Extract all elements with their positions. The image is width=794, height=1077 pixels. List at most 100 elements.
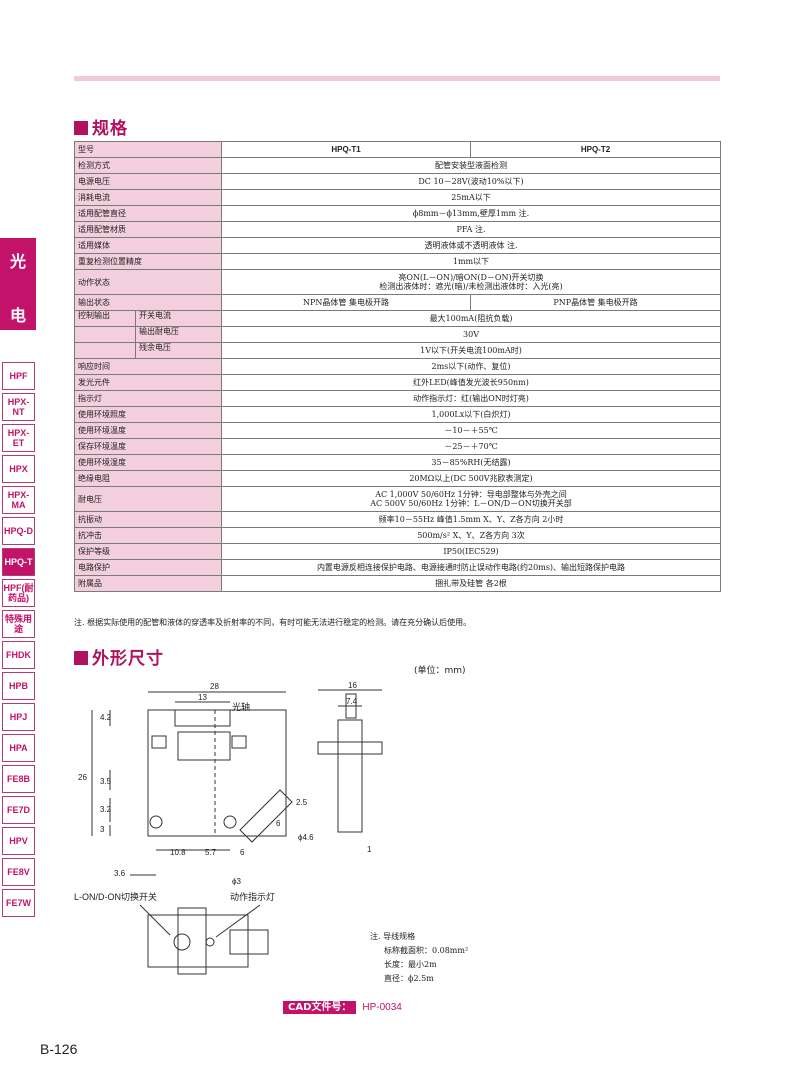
sidebar-tab[interactable]: HPX-NT — [2, 393, 35, 421]
dim-3-5: 3.5 — [100, 777, 112, 786]
spec-value: 捆扎带及硅管 各2根 — [221, 575, 721, 592]
spec-value: 1mm以下 — [221, 253, 721, 270]
spec-label: 电源电压 — [74, 173, 222, 190]
spec-value: 透明液体或不透明液体 注. — [221, 237, 721, 254]
control-label: 控制输出 — [78, 311, 110, 320]
sidebar-tab[interactable]: HPX-ET — [2, 424, 35, 452]
sidebar-tab[interactable]: HPX-MA — [2, 486, 35, 514]
category-tab[interactable]: 光 电 — [0, 238, 36, 330]
dim-phi3: ϕ3 — [232, 877, 241, 886]
spec-label: 抗振动 — [74, 511, 222, 528]
sidebar-tab[interactable]: FE8B — [2, 765, 35, 793]
spec-label: 响应时间 — [74, 358, 222, 375]
cad-file-number: CAD文件号：HP-0034 — [283, 998, 402, 1014]
spec-label: 指示灯 — [74, 390, 222, 407]
control-label — [75, 327, 135, 342]
sidebar-tab[interactable]: FHDK — [2, 641, 35, 669]
control-sub-label: 残余电压 — [135, 343, 221, 358]
spec-row: 电路保护内置电源反相连接保护电路、电源接通时防止误动作电路(约20ms)、输出短… — [74, 559, 721, 576]
spec-label: 检测方式 — [74, 157, 222, 174]
sidebar-tab[interactable]: HPV — [2, 827, 35, 855]
sidebar-tab[interactable]: HPF(耐药品) — [2, 579, 35, 607]
spec-label: 保护等级 — [74, 543, 222, 560]
cad-value[interactable]: HP-0034 — [362, 1002, 402, 1013]
spec-row: 检测方式配管安装型液面检测 — [74, 157, 721, 174]
spec-value: 配管安装型液面检测 — [221, 157, 721, 174]
spec-value: 1V以下(开关电流100mA时) — [221, 342, 721, 359]
wire-note-line: 直径：ϕ2.5m — [384, 974, 434, 983]
dim-6b: 6 — [276, 819, 281, 828]
spec-section-title: 规格 — [74, 114, 128, 139]
output-t1: NPN晶体管 集电极开路 — [221, 294, 471, 311]
sidebar-tab[interactable]: HPQ-D — [2, 517, 35, 545]
dim-10-8: 10.8 — [170, 848, 186, 857]
spec-label: 抗冲击 — [74, 527, 222, 544]
wire-note-line: 标称截面积：0.08mm² — [384, 946, 469, 955]
withstand-line: AC 1,000V 50/60Hz 1分钟：导电部整体与外壳之间 — [375, 490, 567, 499]
sidebar-tab[interactable]: HPJ — [2, 703, 35, 731]
action-line: 亮ON(L－ON)/暗ON(D－ON)开关切换 — [398, 273, 544, 282]
spec-row: 指示灯动作指示灯：红(输出ON时灯亮) — [74, 390, 721, 407]
dim-5-7: 5.7 — [205, 848, 217, 857]
spec-row: 控制输出开关电流最大100mA(阻抗负载) — [74, 310, 721, 327]
spec-row: 附属品捆扎带及硅管 各2根 — [74, 575, 721, 592]
spec-value: 内置电源反相连接保护电路、电源接通时防止误动作电路(约20ms)、输出短路保护电… — [221, 559, 721, 576]
dimension-drawing: 28 13 4.2 26 3.5 3.2 3 10.8 5.7 6 3.6 ϕ3… — [74, 681, 383, 975]
sidebar-tab[interactable]: HPF — [2, 362, 35, 390]
spec-value: 红外LED(峰值发光波长950nm) — [221, 374, 721, 391]
spec-label: 使用环境湿度 — [74, 454, 222, 471]
sidebar-tab[interactable]: FE7D — [2, 796, 35, 824]
sidebar-tab[interactable]: HPB — [2, 672, 35, 700]
dim-26: 26 — [78, 773, 87, 782]
optical-axis-label: 光轴 — [232, 701, 250, 712]
spec-label: 适用配管直径 — [74, 205, 222, 222]
withstand-line: AC 500V 50/60Hz 1分钟：L－ON/D－ON切换开关部 — [370, 499, 572, 508]
control-sub-label: 输出耐电压 — [135, 327, 221, 342]
spec-label: 电路保护 — [74, 559, 222, 576]
dim-16: 16 — [348, 681, 357, 690]
output-t2: PNP晶体管 集电极开路 — [470, 294, 721, 311]
spec-label: 重复检测位置精度 — [74, 253, 222, 270]
spec-label: 控制输出开关电流 — [74, 310, 222, 327]
dimension-section-title: 外形尺寸 — [74, 644, 164, 669]
dim-2-5: 2.5 — [296, 798, 308, 807]
model-t2: HPQ-T2 — [470, 141, 721, 158]
spec-label: 输出状态 — [74, 294, 222, 311]
spec-label: 残余电压 — [74, 342, 222, 359]
spec-label: 输出耐电压 — [74, 326, 222, 343]
sidebar-tab[interactable]: FE7W — [2, 889, 35, 917]
sidebar-tab[interactable]: HPX — [2, 455, 35, 483]
category-char-2: 电 — [9, 306, 26, 325]
sidebar-tab[interactable]: HPQ-T — [2, 548, 35, 576]
spec-label: 适用配管材质 — [74, 221, 222, 238]
spec-label: 动作状态 — [74, 269, 222, 295]
model-t1: HPQ-T1 — [221, 141, 471, 158]
spec-label: 保存环境温度 — [74, 438, 222, 455]
spec-label: 消耗电流 — [74, 189, 222, 206]
spec-value: 动作指示灯：红(输出ON时灯亮) — [221, 390, 721, 407]
dim-13: 13 — [198, 693, 207, 702]
spec-row: 发光元件红外LED(峰值发光波长950nm) — [74, 374, 721, 391]
sidebar-tab[interactable]: FE8V — [2, 858, 35, 886]
control-label — [75, 343, 135, 358]
spec-value: ϕ8mm－ϕ13mm,壁厚1mm 注. — [221, 205, 721, 222]
spec-value: 频率10－55Hz 峰值1.5mm X、Y、Z各方向 2小时 — [221, 511, 721, 528]
category-char-1: 光 — [9, 252, 26, 271]
page-number: B-126 — [40, 1041, 78, 1057]
wire-note-line: 长度：最小2m — [384, 960, 437, 969]
sidebar-tab[interactable]: HPA — [2, 734, 35, 762]
dim-7-4: 7.4 — [346, 697, 358, 706]
dim-1: 1 — [367, 845, 372, 854]
spec-value: 最大100mA(阻抗负载) — [221, 310, 721, 327]
sidebar-tab[interactable]: 特殊用途 — [2, 610, 35, 638]
action-line: 检测出液体时：遮光(暗)/未检测出液体时：入光(亮) — [379, 282, 563, 291]
dim-28: 28 — [210, 682, 219, 691]
